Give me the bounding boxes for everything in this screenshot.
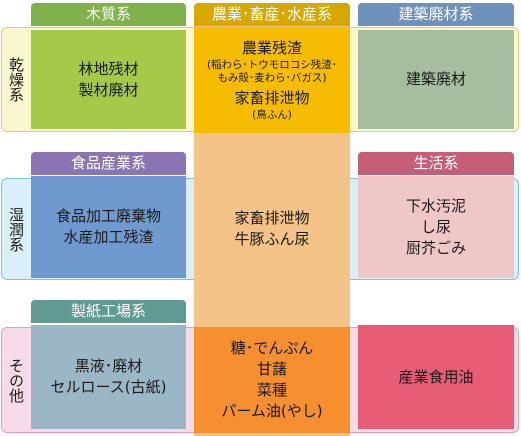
cell-life-other: 産業食用油: [358, 325, 514, 429]
row-label-wet: 湿潤系: [7, 206, 25, 252]
cell-text: 黒液･廃材: [74, 357, 143, 375]
cell-text: 林地残材: [78, 59, 139, 78]
header-build: 建築廃材系: [358, 3, 514, 26]
cell-text: 食品加工廃棄物: [55, 207, 161, 225]
cell-life-wet: 下水汚泥 し尿 厨芥ごみ: [358, 176, 514, 278]
header-food: 食品産業系: [31, 152, 186, 175]
cell-text: 製材廃材: [78, 80, 139, 99]
cell-text: 厨芥ごみ: [405, 238, 466, 257]
cell-build-dry: 建築廃材: [358, 30, 514, 129]
header-agri: 農業･畜産･水産系: [194, 3, 350, 26]
cell-text: 牛豚ふん尿: [234, 230, 310, 248]
cell-title: 家畜排泄物: [234, 89, 310, 107]
cell-text: 建築廃材: [405, 70, 466, 88]
cell-text: 産業食用油: [398, 367, 474, 386]
cell-text: 甘藷: [256, 360, 287, 378]
cell-text: 糖･でんぷん: [230, 339, 314, 357]
cell-paper-other: 黒液･廃材 セルロース(古紙): [31, 325, 186, 429]
cell-note: もみ殻･麦わら･バガス): [217, 72, 327, 84]
cell-agri-other: 糖･でんぷん 甘藷 菜種 パーム油(やし): [194, 327, 350, 433]
cell-text: 菜種: [256, 381, 287, 399]
header-wood: 木質系: [31, 3, 186, 26]
cell-note: (鳥ふん): [252, 109, 292, 121]
cell-text: 下水汚泥: [405, 196, 466, 215]
cell-note: (稲わら･トウモロコシ残渣･: [206, 59, 338, 71]
cell-text: し尿: [420, 217, 451, 236]
header-paper: 製紙工場系: [31, 300, 186, 323]
cell-text: パーム油(やし): [221, 402, 323, 420]
cell-text: セルロース(古紙): [50, 378, 167, 396]
header-life: 生活系: [358, 152, 514, 175]
cell-text: 水産加工残渣: [63, 228, 154, 246]
row-label-dry: 乾燥系: [7, 57, 25, 102]
row-label-other: その他: [7, 357, 25, 403]
cell-text: 家畜排泄物: [234, 209, 310, 227]
cell-agri-wet: 家畜排泄物 牛豚ふん尿: [194, 178, 350, 280]
cell-title: 農業残渣: [241, 39, 302, 57]
cell-wood-dry: 林地残材 製材廃材: [31, 30, 186, 129]
cell-food-wet: 食品加工廃棄物 水産加工残渣: [31, 176, 186, 278]
cell-agri-dry: 農業残渣 (稲わら･トウモロコシ残渣･ もみ殻･麦わら･バガス) 家畜排泄物 (…: [194, 27, 350, 133]
